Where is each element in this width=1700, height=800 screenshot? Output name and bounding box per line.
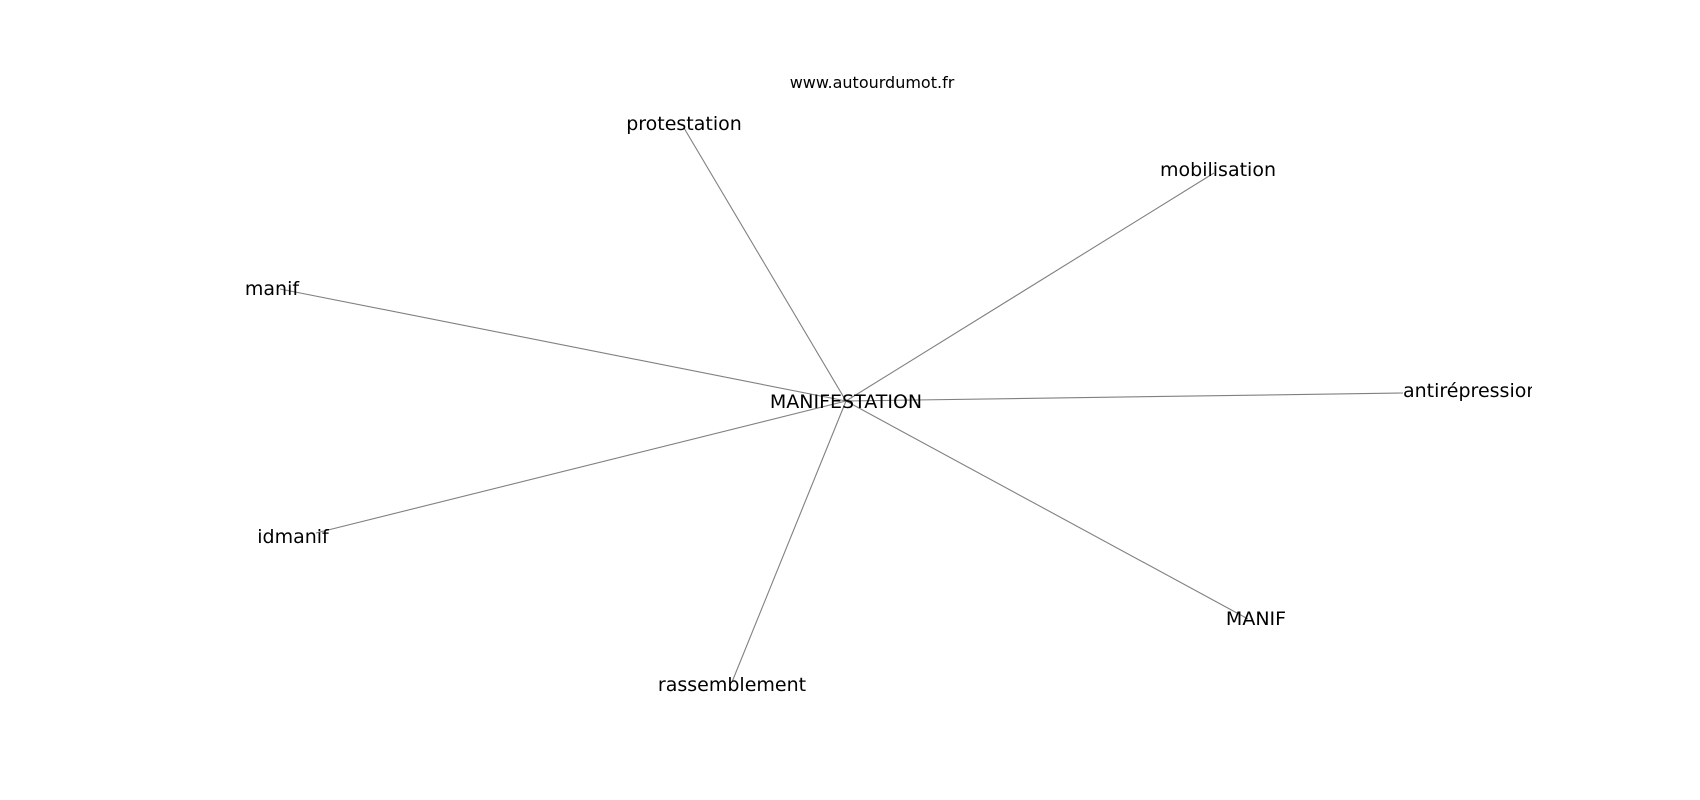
node-label-protestation[interactable]: protestation xyxy=(626,113,742,135)
edge-manif xyxy=(279,288,847,402)
labels-group: MANIFESTATION protestation mobilisation man… xyxy=(245,113,1538,696)
source-watermark: www.autourdumot.fr xyxy=(790,73,955,92)
node-label-mobilisation[interactable]: mobilisation xyxy=(1160,159,1276,181)
edge-manif xyxy=(845,400,1249,620)
edges-group xyxy=(279,127,1404,683)
edge-antirepression xyxy=(845,392,1404,402)
center-node-label[interactable]: MANIFESTATION xyxy=(770,391,922,413)
edge-rassemblement xyxy=(731,400,847,683)
edge-idmanif xyxy=(315,400,847,534)
edge-mobilisation xyxy=(845,172,1215,402)
node-label-idmanif[interactable]: idmanif xyxy=(257,526,330,548)
node-label-manif[interactable]: manif xyxy=(245,278,300,300)
edge-protestation xyxy=(683,127,847,402)
node-label-manif[interactable]: MANIF xyxy=(1226,608,1286,630)
node-label-rassemblement[interactable]: rassemblement xyxy=(658,674,806,696)
node-label-antirepression[interactable]: antirépression xyxy=(1403,380,1538,402)
